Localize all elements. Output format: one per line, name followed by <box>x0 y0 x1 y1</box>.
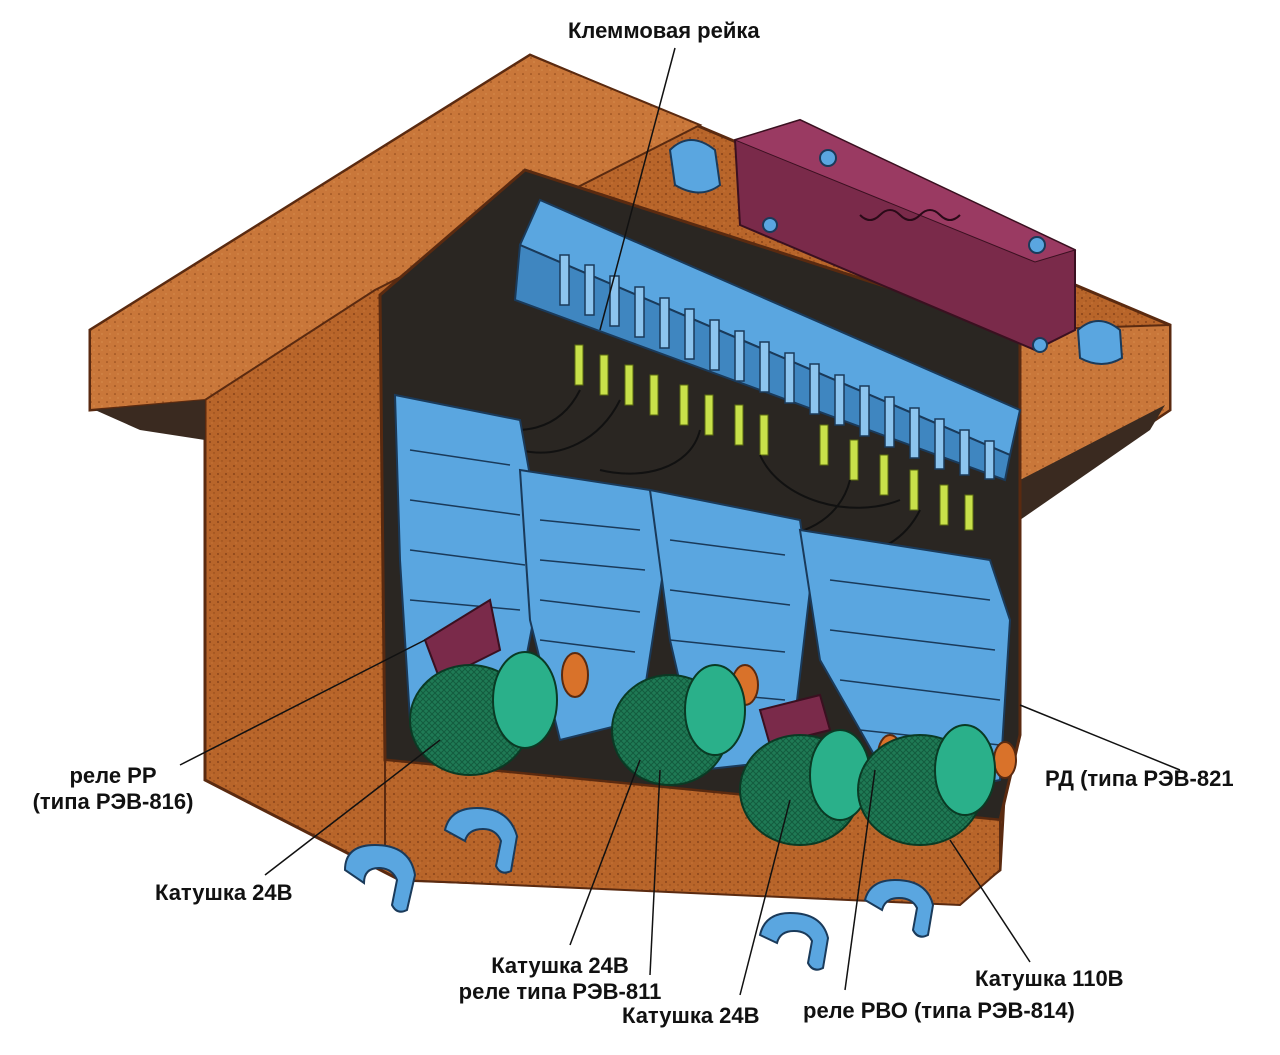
leader-coil-24v-mid <box>569 759 641 946</box>
label-relay-rvo: реле РВО (типа РЭВ-814) <box>803 998 1075 1023</box>
relay-assemblies <box>393 393 1017 802</box>
label-terminal-strip: Клеммовая рейка <box>568 18 760 43</box>
leader-relay-rvo <box>844 769 876 991</box>
label-relay-rr-line1: реле РР <box>69 763 157 788</box>
leader-lines <box>179 47 1181 996</box>
hook-2 <box>443 806 519 874</box>
label-relay-rd: РД (типа РЭВ-821 <box>1045 766 1234 791</box>
hook-4 <box>863 878 935 938</box>
label-coil-24v-right: Катушка 24В <box>622 1003 760 1028</box>
terminal-contacts <box>559 254 995 480</box>
label-coil-110v: Катушка 110В <box>975 966 1124 991</box>
label-coil-24v-mid-line1: Катушка 24В <box>491 953 629 978</box>
leader-terminal-strip <box>599 47 676 331</box>
housing-left-underside <box>95 400 205 440</box>
top-brackets <box>668 139 1124 365</box>
coil-24v-right <box>739 729 871 846</box>
leader-coil-24v-right <box>739 799 791 996</box>
label-coil-24v-left: Катушка 24В <box>155 880 293 905</box>
leader-relay-rr <box>179 639 426 766</box>
label-relay-rr: реле РР (типа РЭВ-816) <box>18 763 208 815</box>
label-relay-rr-line2: (типа РЭВ-816) <box>32 789 194 814</box>
bottom-hooks <box>343 806 935 971</box>
hook-3 <box>758 911 830 971</box>
coil-24v-left <box>409 651 558 776</box>
label-coil-24v-mid-line2: реле типа РЭВ-811 <box>458 979 662 1004</box>
leader-relay-rd <box>1019 704 1181 771</box>
hook-1 <box>343 843 417 913</box>
relay-rev-811-resistor <box>561 652 589 698</box>
label-coil-24v-mid: Катушка 24В реле типа РЭВ-811 <box>420 953 700 1005</box>
leader-coil-24v-left <box>264 739 441 876</box>
resistor-block <box>733 118 1077 353</box>
wire-sleeves <box>574 344 974 531</box>
housing-top-face <box>89 53 703 412</box>
coil-110v <box>857 724 996 846</box>
relay-rr <box>393 393 547 722</box>
housing-right-underside <box>1020 405 1165 520</box>
terminal-strip <box>469 198 1022 558</box>
leader-coil-110v <box>949 839 1031 963</box>
coil-24v-mid <box>611 664 746 786</box>
leader-relay-rev-811 <box>649 769 661 976</box>
coils <box>409 651 996 846</box>
